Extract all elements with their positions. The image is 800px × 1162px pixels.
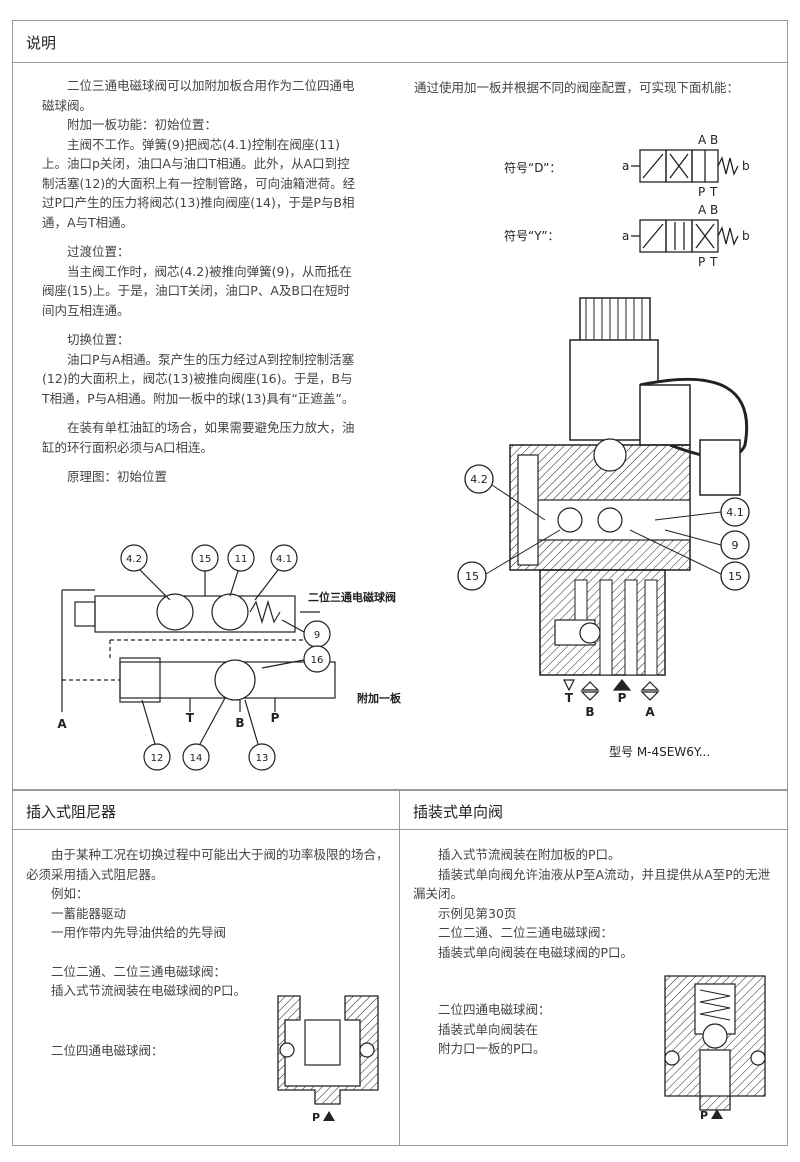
damper-section-title: 插入式阻尼器	[26, 803, 117, 821]
main-left-text: 二位三通电磁球阀可以加附加板合用作为二位四通电磁球阀。 附加一板功能：初始位置：…	[42, 76, 356, 487]
text-para: 例如：	[51, 886, 89, 901]
text-para: 插装式单向阀装在	[438, 1021, 539, 1037]
text-para: 附力口一板的P口。	[438, 1041, 546, 1056]
text-para: 附加一板功能：初始位置：	[67, 117, 218, 132]
text-para: 二位四通电磁球阀：	[51, 1042, 164, 1058]
main-section-header-box	[12, 20, 788, 63]
text-para: 油口P与A相通。泵产生的压力经过A到控制控制活塞(12)的大面积上，阀芯(13)…	[42, 351, 355, 406]
text-para: 在装有单杠油缸的场合，如果需要避免压力放大，油缸的环行面积必须与A口相连。	[42, 420, 355, 455]
text-para: 示例见第30页	[438, 905, 517, 921]
check-section-title: 插装式单向阀	[413, 803, 504, 821]
text-para: 一蓄能器驱动	[51, 905, 127, 921]
text-para: 二位四通电磁球阀：	[438, 1002, 551, 1017]
text-para: 一用作带内先导油供给的先导阀	[51, 925, 227, 940]
text-para: 二位二通、二位三通电磁球阀：	[51, 963, 227, 979]
text-para: 原理图：初始位置	[67, 469, 168, 484]
text-para: 当主阀工作时，阀芯(4.2)被推向弹簧(9)，从而抵在阀座(15)上。于是，油口…	[42, 263, 352, 318]
text-para: 插装式单向阀装在电磁球阀的P口。	[438, 944, 634, 960]
text-para: 过渡位置：	[67, 244, 130, 259]
right-intro: 通过使用加一板并根据不同的阀座配置，可实现下面机能：	[414, 80, 740, 95]
damper-text: 由于某种工况在切换过程中可能出大于阀的功率极限的场合，必须采用插入式阻尼器。 例…	[26, 845, 390, 1060]
check-text: 插入式节流阀装在附加板的P口。 插装式单向阀允许油液从P至A流动，并且提供从A至…	[413, 845, 779, 1059]
check-body-box	[399, 829, 788, 1146]
text-para: 切换位置：	[67, 332, 130, 347]
main-section-title: 说明	[26, 34, 57, 52]
text-para: 由于某种工况在切换过程中可能出大于阀的功率极限的场合，必须采用插入式阻尼器。	[26, 847, 389, 882]
text-para: 插入式节流阀装在附加板的P口。	[438, 847, 621, 862]
text-para: 二位二通、二位三通电磁球阀：	[438, 925, 614, 940]
text-para: 插入式节流阀装在电磁球阀的P口。	[51, 983, 247, 998]
text-para: 主阀不工作。弹簧(9)把阀芯(4.1)控制在阀座(11)上。油口p关闭，油口A与…	[42, 136, 356, 230]
main-section-body-box	[12, 62, 788, 790]
text-para: 插装式单向阀允许油液从P至A流动，并且提供从A至P的无泄漏关闭。	[413, 866, 771, 902]
text-para: 二位三通电磁球阀可以加附加板合用作为二位四通电磁球阀。	[42, 78, 355, 113]
